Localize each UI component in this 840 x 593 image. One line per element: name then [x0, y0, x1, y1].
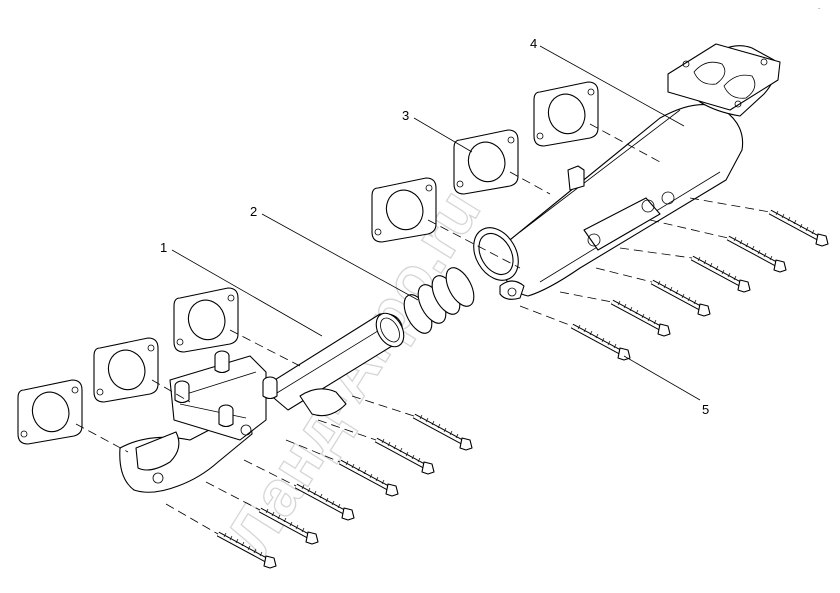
callout-leaders — [171, 45, 701, 401]
callout-labels: 1 2 3 4 5 — [160, 36, 709, 417]
assembly-axis-lines — [75, 123, 771, 535]
right-manifold-section — [473, 43, 781, 300]
callout-3: 3 — [402, 108, 409, 123]
corner-mark: ~ — [818, 6, 821, 11]
callout-4: 4 — [530, 36, 537, 51]
callout-5: 5 — [702, 402, 709, 417]
piston-rings — [403, 267, 475, 334]
callout-1: 1 — [160, 240, 167, 255]
left-manifold-section — [119, 312, 405, 493]
callout-2: 2 — [250, 204, 257, 219]
